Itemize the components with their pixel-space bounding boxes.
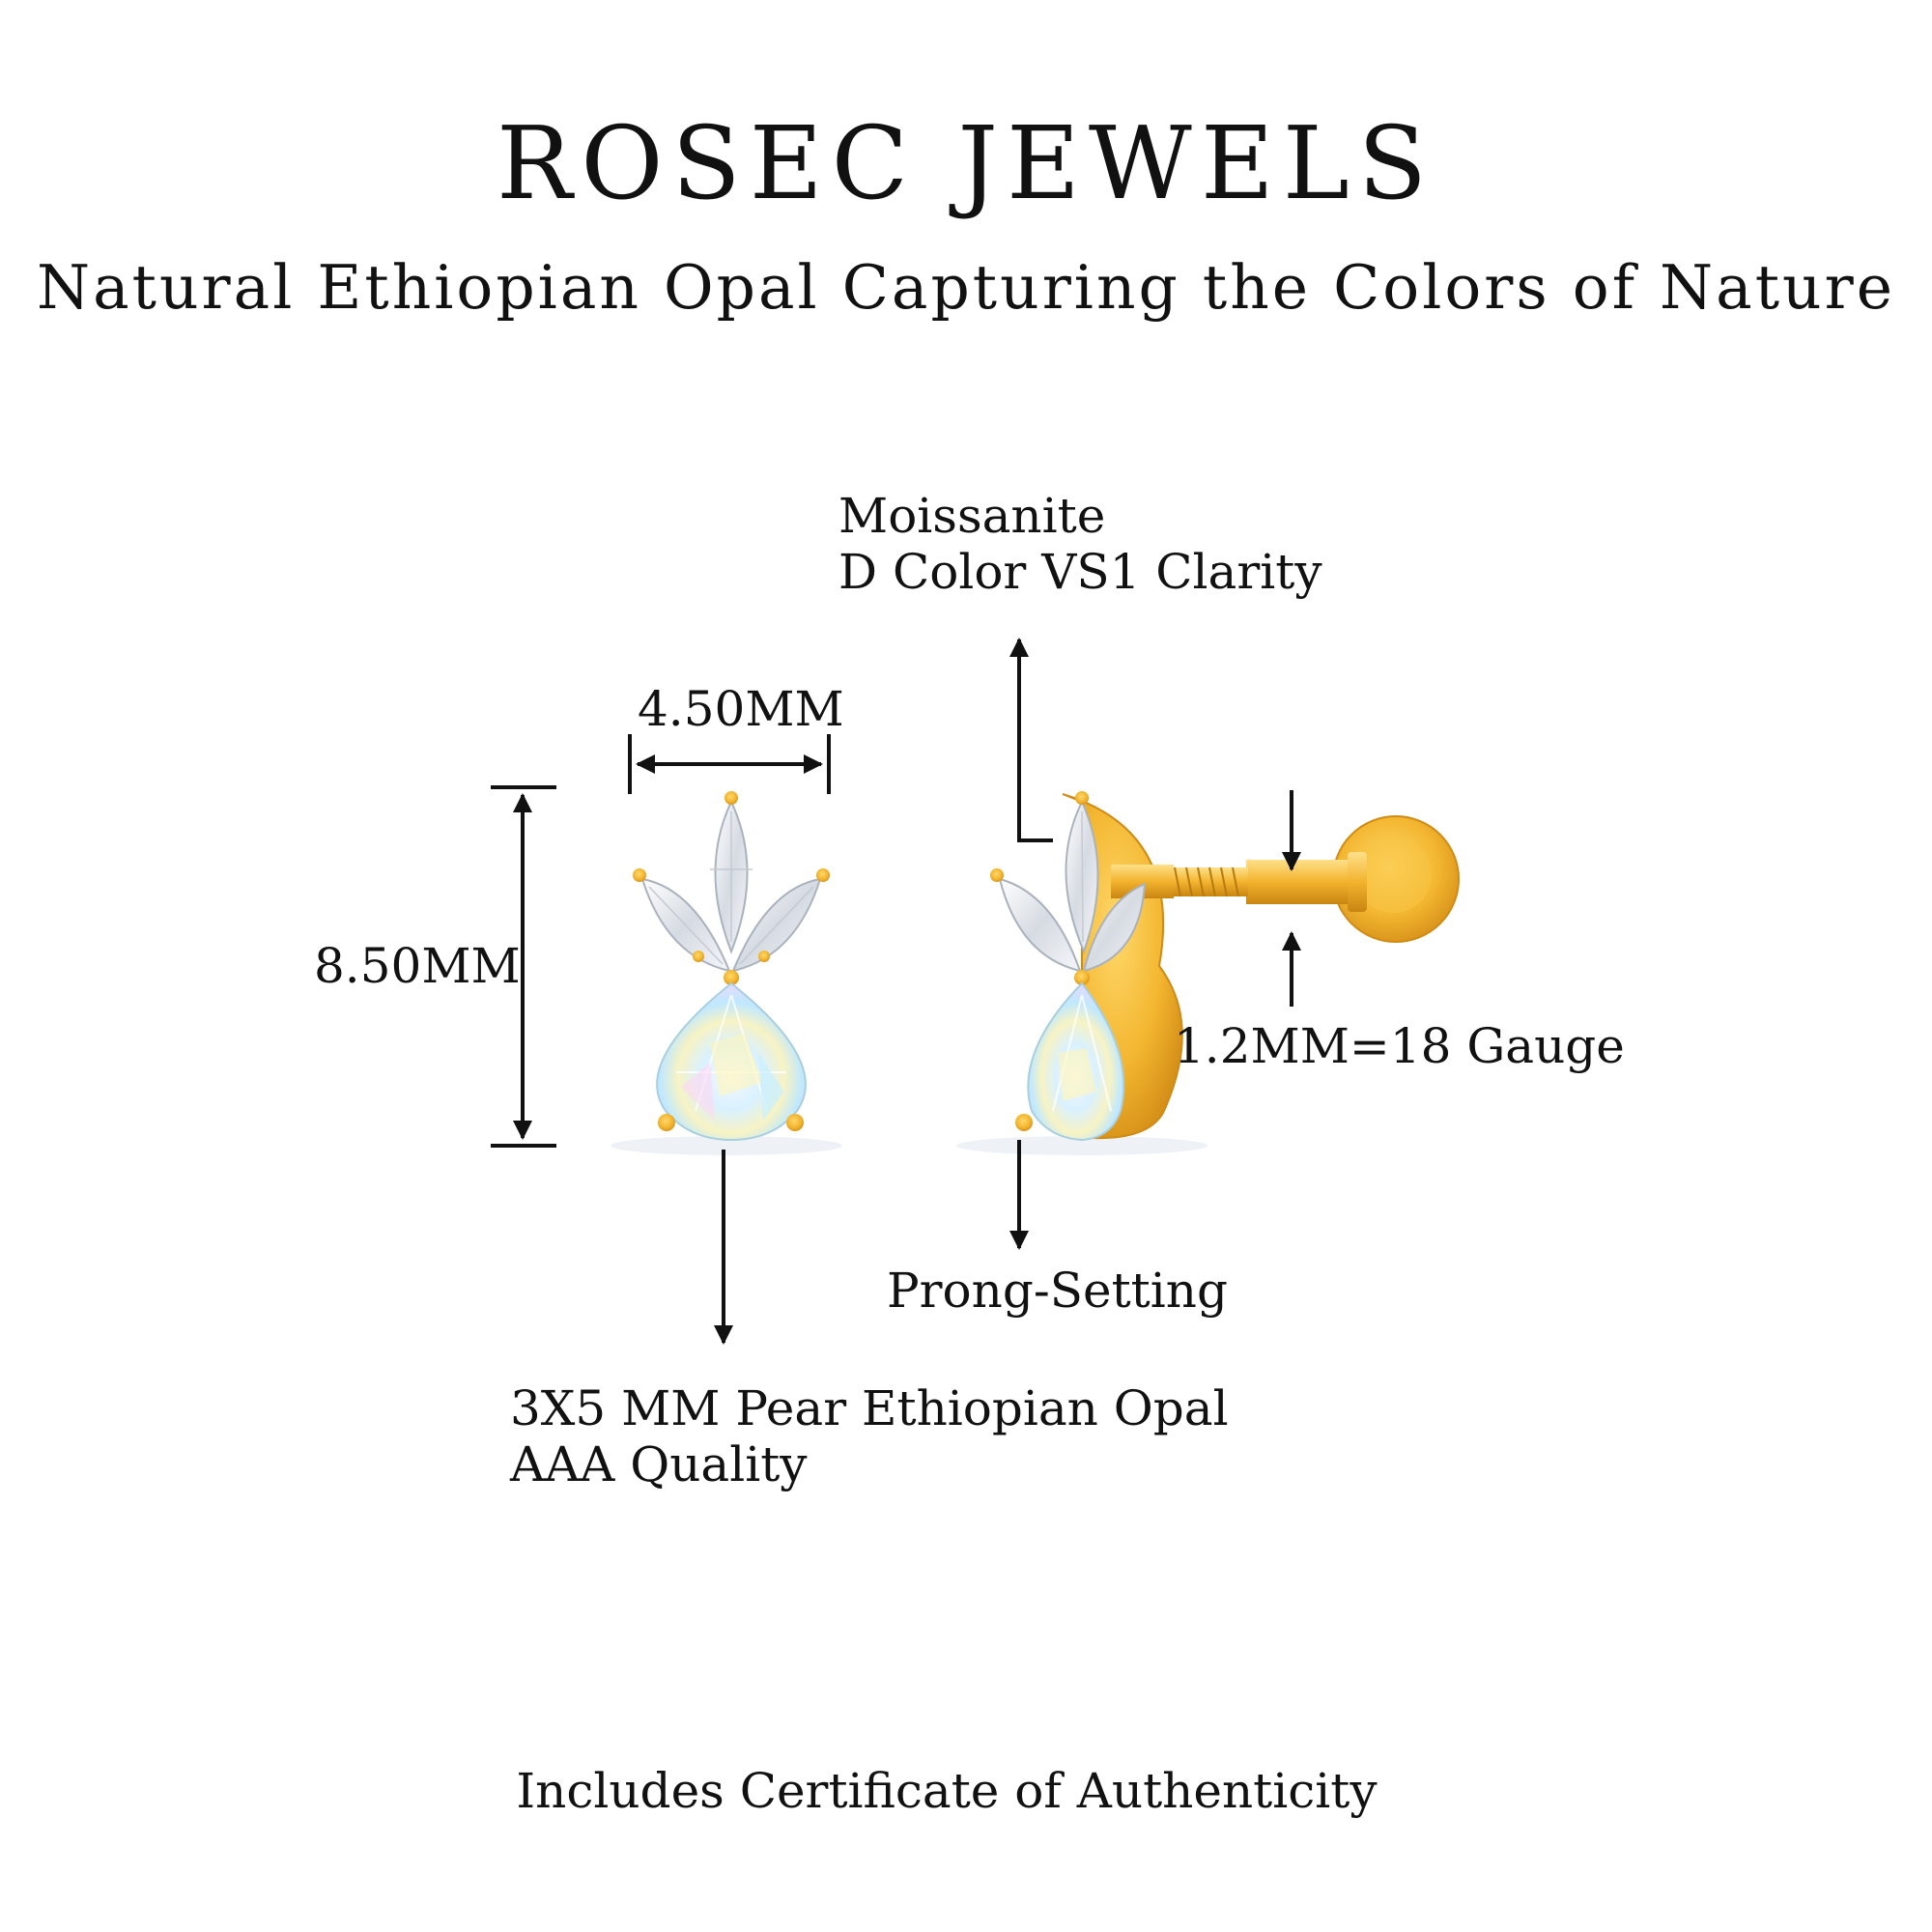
prong — [724, 970, 739, 985]
front-view-earring — [611, 791, 842, 1155]
prong — [990, 868, 1004, 882]
moissanite-callout-arrow — [1009, 638, 1053, 842]
threaded-post — [1169, 867, 1248, 897]
prong — [786, 1114, 804, 1131]
gauge-label: 1.2MM=18 Gauge — [1174, 1018, 1625, 1074]
moissanite-callout-line2: D Color VS1 Clarity — [838, 543, 1322, 600]
moissanite-callout: Moissanite D Color VS1 Clarity — [838, 488, 1322, 600]
opal-callout: 3X5 MM Pear Ethiopian Opal AAA Quality — [510, 1380, 1229, 1492]
prong — [816, 868, 830, 882]
moissanite-marquise-side-top — [1065, 799, 1099, 954]
moissanite-marquise-top — [710, 799, 753, 954]
prong — [633, 868, 646, 882]
prong-setting-label: Prong-Setting — [887, 1263, 1228, 1319]
certificate-note: Includes Certificate of Authenticity — [516, 1763, 1378, 1819]
side-view-earring — [956, 791, 1460, 1155]
prong — [724, 791, 738, 805]
labret-post — [1246, 860, 1357, 904]
pear-opal-side — [1027, 981, 1125, 1142]
prong — [758, 951, 770, 962]
opal-callout-line1: 3X5 MM Pear Ethiopian Opal — [510, 1380, 1229, 1436]
prong — [1074, 970, 1090, 985]
height-label: 8.50MM — [314, 938, 521, 994]
prong — [1075, 791, 1089, 805]
pear-opal-front — [656, 981, 807, 1142]
moissanite-callout-line1: Moissanite — [838, 488, 1106, 544]
tagline: Natural Ethiopian Opal Capturing the Col… — [36, 252, 1896, 323]
dimension-lines — [491, 638, 1301, 1345]
brand-title: ROSEC JEWELS — [496, 104, 1436, 222]
prong — [1015, 1114, 1033, 1131]
prong — [658, 1114, 675, 1131]
opal-callout-line2: AAA Quality — [510, 1435, 808, 1492]
width-label: 4.50MM — [638, 681, 844, 737]
prong — [693, 951, 704, 962]
